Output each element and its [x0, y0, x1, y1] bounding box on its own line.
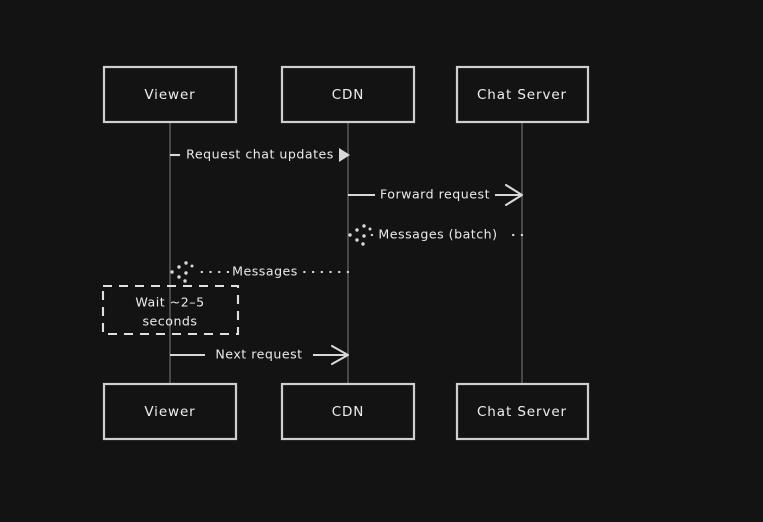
note-text-wait-line1: Wait ~2–5 — [135, 295, 204, 310]
message-messages-batch[interactable]: Messages (batch) — [348, 224, 524, 246]
lifelines — [169, 122, 523, 384]
message-request-chat-updates[interactable]: Request chat updates — [170, 147, 350, 163]
message-next-request[interactable]: Next request — [170, 344, 350, 366]
arrowhead-messages-batch — [348, 224, 372, 246]
message-label-messages: Messages — [232, 264, 298, 279]
participant-box-cdn-bottom[interactable] — [280, 382, 416, 441]
participant-label-chat-server-top: Chat Server — [477, 87, 567, 103]
note-box-wait[interactable] — [101, 284, 240, 336]
participant-bottom-chat-server[interactable]: Chat Server — [455, 382, 590, 441]
participant-box-chat-server-top[interactable] — [455, 65, 590, 124]
message-messages[interactable]: Messages — [170, 261, 350, 283]
participant-box-chat-server-bottom[interactable] — [455, 382, 590, 441]
message-label-request-chat-updates: Request chat updates — [186, 147, 334, 162]
participants-top: Viewer CDN Chat Server — [102, 65, 590, 124]
participants-bottom: Viewer CDN Chat Server — [102, 382, 590, 441]
message-label-forward-request: Forward request — [380, 187, 490, 202]
participant-bottom-viewer[interactable]: Viewer — [102, 382, 238, 441]
participant-top-viewer[interactable]: Viewer — [102, 65, 238, 124]
participant-top-chat-server[interactable]: Chat Server — [455, 65, 590, 124]
arrowhead-messages — [170, 261, 194, 283]
arrowhead-request-chat-updates — [339, 148, 350, 162]
message-label-next-request: Next request — [215, 347, 302, 362]
participant-label-viewer-bottom: Viewer — [144, 404, 195, 420]
participant-label-cdn-top: CDN — [332, 87, 365, 103]
message-forward-request[interactable]: Forward request — [348, 183, 524, 207]
arrowhead-forward-request — [504, 183, 524, 207]
participant-label-chat-server-bottom: Chat Server — [477, 404, 567, 420]
arrowhead-next-request — [330, 344, 350, 366]
participant-bottom-cdn[interactable]: CDN — [280, 382, 416, 441]
participant-label-cdn-bottom: CDN — [332, 404, 365, 420]
participant-top-cdn[interactable]: CDN — [280, 65, 416, 124]
message-label-messages-batch: Messages (batch) — [378, 227, 497, 242]
participant-label-viewer-top: Viewer — [144, 87, 195, 103]
note-wait[interactable]: Wait ~2–5 seconds — [101, 284, 240, 336]
participant-box-cdn-top[interactable] — [280, 65, 416, 124]
participant-box-viewer-top[interactable] — [102, 65, 238, 124]
note-text-wait-line2: seconds — [143, 314, 198, 329]
participant-box-viewer-bottom[interactable] — [102, 382, 238, 441]
